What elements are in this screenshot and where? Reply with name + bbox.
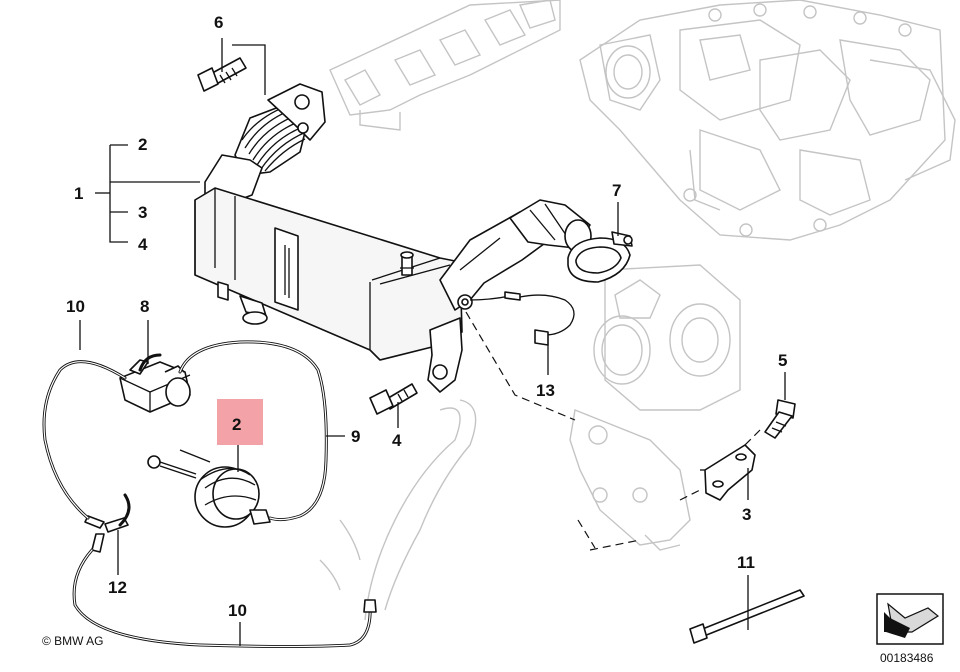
- bracket-part-3: [700, 444, 756, 501]
- callout-labels: 6 2 1 3 4 7 10 8 5 13 2 9 4 3 12 11 10: [66, 13, 787, 620]
- sensor-part-13: [469, 291, 575, 346]
- copyright-text: © BMW AG: [42, 634, 104, 648]
- cable-tie-part-11: [689, 589, 805, 644]
- engine-background-ghost: [319, 0, 956, 621]
- callout-11[interactable]: 11: [737, 553, 755, 572]
- callout-6[interactable]: 6: [214, 13, 223, 32]
- valve-part-8: [119, 359, 191, 413]
- callout-13[interactable]: 13: [536, 381, 555, 400]
- callout-10-top[interactable]: 10: [66, 297, 85, 316]
- bolt-part-5: [764, 399, 796, 439]
- callout-7[interactable]: 7: [612, 181, 621, 200]
- callout-2-top[interactable]: 2: [138, 135, 147, 154]
- actuator-part-2: [147, 449, 271, 528]
- callout-4-bottom[interactable]: 4: [392, 431, 402, 450]
- egr-cooler: [194, 83, 592, 393]
- bolt-part-6: [197, 57, 247, 92]
- clamp-part-7: [567, 231, 633, 283]
- view-arrow-icon[interactable]: [876, 593, 944, 645]
- callout-5[interactable]: 5: [778, 351, 787, 370]
- callout-3-left[interactable]: 3: [138, 203, 147, 222]
- vacuum-hoses: [42, 340, 377, 648]
- callout-9[interactable]: 9: [351, 427, 360, 446]
- callout-12[interactable]: 12: [108, 578, 127, 597]
- callout-10-bottom[interactable]: 10: [228, 601, 247, 620]
- callout-2-highlight[interactable]: 2: [232, 415, 241, 434]
- diagram-id: 00183486: [880, 651, 934, 665]
- leader-lines: [79, 38, 786, 646]
- bolt-part-4: [369, 383, 418, 415]
- callout-4-left[interactable]: 4: [138, 235, 148, 254]
- callout-8[interactable]: 8: [140, 297, 149, 316]
- highlight-box-part-2[interactable]: [217, 399, 263, 445]
- assembly-dash-lines: [465, 311, 761, 551]
- callout-1[interactable]: 1: [74, 184, 83, 203]
- callout-3-right[interactable]: 3: [742, 505, 751, 524]
